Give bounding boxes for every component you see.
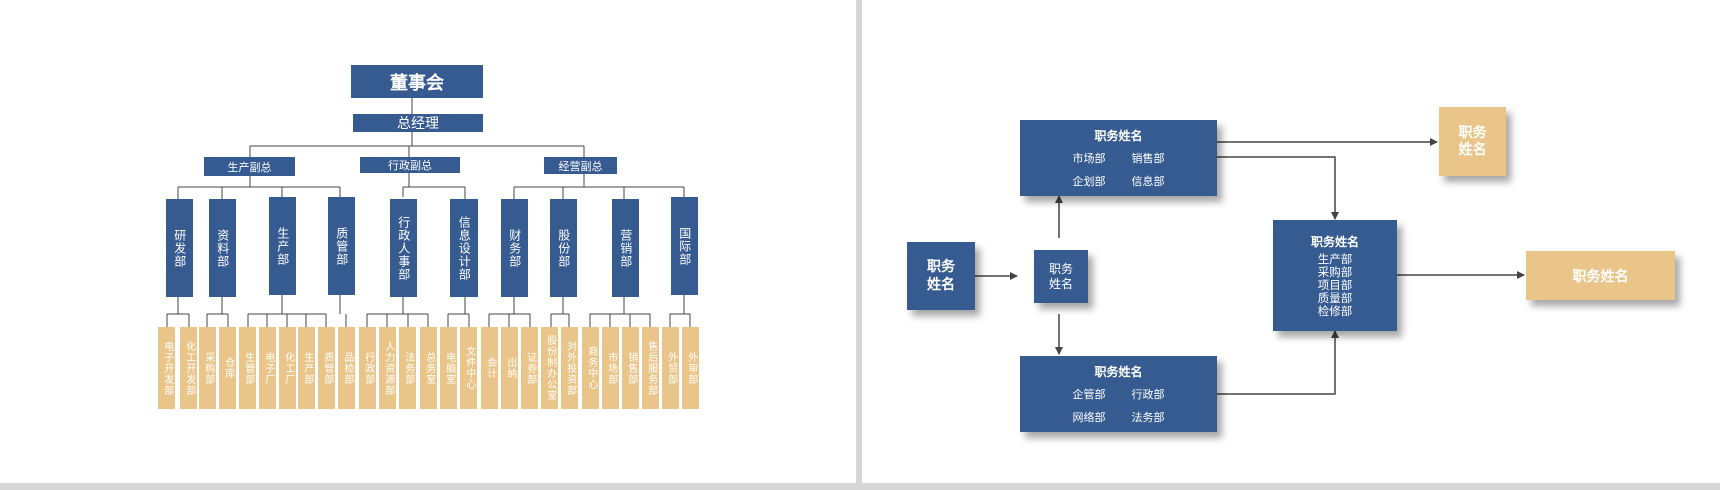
board-box: 董事会: [351, 65, 483, 98]
far-right-person-box: 职务姓名: [1526, 251, 1675, 300]
subdept-box: 法务部: [399, 327, 416, 409]
top-card: 职务姓名 市场部 销售部 企划部 信息部: [1020, 120, 1217, 196]
flow-connector-lines: [975, 138, 1525, 395]
top-right-person-box: 职务姓名: [1439, 107, 1506, 176]
subdept-box: 对外投资部: [561, 327, 578, 409]
subdept-box: 股份制办公室: [541, 327, 558, 409]
subdept-box: 化工开发部: [180, 327, 197, 409]
subdept-box: 会计: [481, 327, 498, 409]
dept-label: 法务部: [1131, 411, 1165, 424]
top-card-depts: 市场部 销售部 企划部 信息部: [1073, 150, 1165, 189]
dept-label: 生产部: [1317, 252, 1353, 266]
dept-box: 财务部: [501, 199, 528, 297]
subdept-box: 质管部: [318, 327, 335, 409]
org-connector-lines: [166, 98, 691, 327]
dept-label: 采购部: [1317, 265, 1353, 279]
left-person-box: 职务姓名: [907, 242, 975, 310]
right-card: 职务姓名 生产部 采购部 项目部 质量部 检修部: [1273, 220, 1397, 331]
right-card-title: 职务姓名: [1310, 235, 1359, 249]
vp-box-business: 经营副总: [544, 157, 617, 174]
right-card-depts: 生产部 采购部 项目部 质量部 检修部: [1318, 253, 1353, 318]
subdept-box: 电子厂: [259, 327, 276, 409]
dept-box: 生产部: [269, 197, 296, 295]
subdept-box: 外贸部: [662, 327, 679, 409]
vp-box-production: 生产副总: [204, 157, 295, 176]
subdept-box: 售后服务部: [642, 327, 659, 409]
dept-label: 检修部: [1317, 304, 1353, 318]
dept-box: 行政人事部: [390, 199, 417, 297]
dept-label: 信息部: [1131, 175, 1165, 188]
dept-label: 市场部: [1072, 152, 1106, 165]
left-person-label: 职务姓名: [927, 259, 955, 293]
center-person-box: 职务姓名: [1034, 250, 1088, 303]
subdept-box: 总务室: [420, 327, 437, 409]
vp-box-admin: 行政副总: [360, 157, 460, 173]
dept-box: 信息设计部: [450, 199, 478, 297]
subdept-box: 商务中心: [582, 327, 599, 409]
general-manager-box: 总经理: [353, 114, 483, 132]
bottom-card-depts: 企管部 行政部 网络部 法务部: [1073, 386, 1165, 425]
right-slide: 职务姓名 职务姓名 职务姓名 市场部 销售部 企划部 信息部 职务姓名 企管部 …: [862, 0, 1720, 483]
top-card-title: 职务姓名: [1094, 129, 1143, 143]
dept-label: 项目部: [1317, 278, 1353, 292]
subdept-box: 行政部: [359, 327, 376, 409]
dept-box: 资料部: [209, 199, 236, 297]
subdept-box: 证券部: [521, 327, 538, 409]
dept-label: 企划部: [1072, 175, 1106, 188]
subdept-box: 文件中心: [460, 327, 477, 409]
dept-label: 网络部: [1072, 411, 1106, 424]
subdept-box: 电子开发部: [158, 327, 175, 409]
subdept-box: 仓库: [219, 327, 236, 409]
subdept-box: 电脑室: [440, 327, 457, 409]
subdept-box: 化工厂: [279, 327, 296, 409]
subdept-box: 品检部: [338, 327, 355, 409]
dept-box: 股份部: [550, 199, 577, 297]
dept-box: 研发部: [166, 199, 193, 297]
dept-box: 营销部: [612, 199, 639, 297]
top-right-person-label: 职务姓名: [1458, 124, 1487, 158]
subdept-box: 市场部: [602, 327, 619, 409]
subdept-box: 人力资源部: [379, 327, 396, 409]
dept-label: 质量部: [1317, 291, 1353, 305]
center-person-label: 职务姓名: [1048, 261, 1073, 291]
subdept-box: 出纳: [501, 327, 518, 409]
dept-label: 企管部: [1072, 388, 1106, 401]
subdept-box: 外审部: [682, 327, 699, 409]
subdept-box: 生产部: [298, 327, 315, 409]
subdept-box: 销售部: [622, 327, 639, 409]
bottom-card-title: 职务姓名: [1094, 365, 1143, 379]
dept-box: 国际部: [671, 197, 698, 295]
subdept-box: 生管部: [239, 327, 256, 409]
dept-label: 行政部: [1131, 388, 1165, 401]
left-slide: 董事会 总经理 生产副总 行政副总 经营副总 研发部 资料部 生产部 质管部 行…: [0, 0, 856, 483]
dept-box: 质管部: [328, 197, 355, 295]
subdept-box: 采购部: [199, 327, 216, 409]
dept-label: 销售部: [1131, 152, 1165, 165]
bottom-card: 职务姓名 企管部 行政部 网络部 法务部: [1020, 356, 1217, 432]
